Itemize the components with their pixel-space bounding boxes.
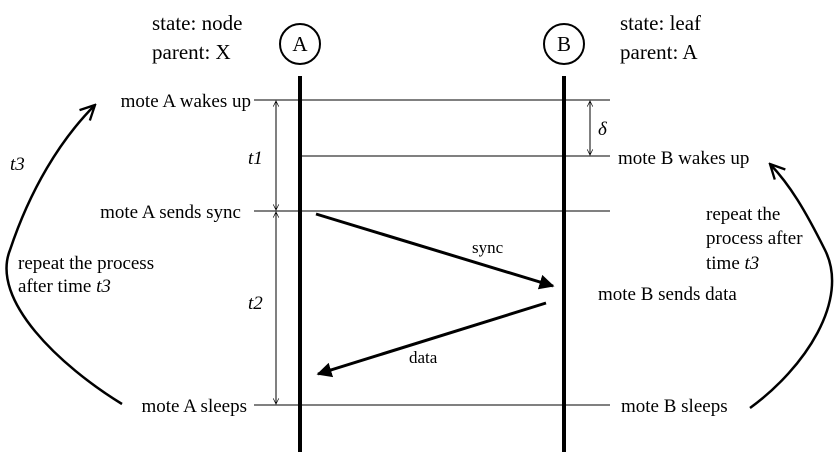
sync-message-label: sync xyxy=(472,238,504,257)
event-a-wakes: mote A wakes up xyxy=(121,91,251,112)
repeat-arrow-left xyxy=(5,105,123,406)
interval-delta-label: δ xyxy=(598,119,608,140)
event-a-sleeps: mote A sleeps xyxy=(141,396,247,417)
repeat-left-line1: repeat the process xyxy=(18,253,154,274)
node-b-circle xyxy=(543,23,585,65)
data-message-label: data xyxy=(409,348,438,367)
event-a-sync: mote A sends sync xyxy=(100,202,241,223)
repeat-right-line1: repeat the xyxy=(706,204,780,225)
node-b-parent: parent: A xyxy=(620,40,698,64)
repeat-arrow-right xyxy=(749,164,834,410)
event-b-data: mote B sends data xyxy=(598,284,737,305)
node-a-parent: parent: X xyxy=(152,40,231,64)
repeat-left-line2: after time t3 xyxy=(18,276,111,297)
repeat-right-line3: time t3 xyxy=(706,253,759,274)
node-b-label: B xyxy=(557,32,571,56)
node-b-state: state: leaf xyxy=(620,11,701,35)
node-a-label: A xyxy=(292,32,308,56)
node-a-state: state: node xyxy=(152,11,242,35)
event-b-sleeps: mote B sleeps xyxy=(621,396,728,417)
repeat-right-line2: process after xyxy=(706,228,803,249)
interval-t2-label: t2 xyxy=(248,293,263,314)
sync-message-arrow xyxy=(315,212,555,290)
data-message-arrow xyxy=(316,301,547,378)
t3-label-left: t3 xyxy=(10,154,25,175)
interval-t1-label: t1 xyxy=(248,148,263,169)
event-b-wakes: mote B wakes up xyxy=(618,148,749,169)
node-a-circle xyxy=(279,23,321,65)
